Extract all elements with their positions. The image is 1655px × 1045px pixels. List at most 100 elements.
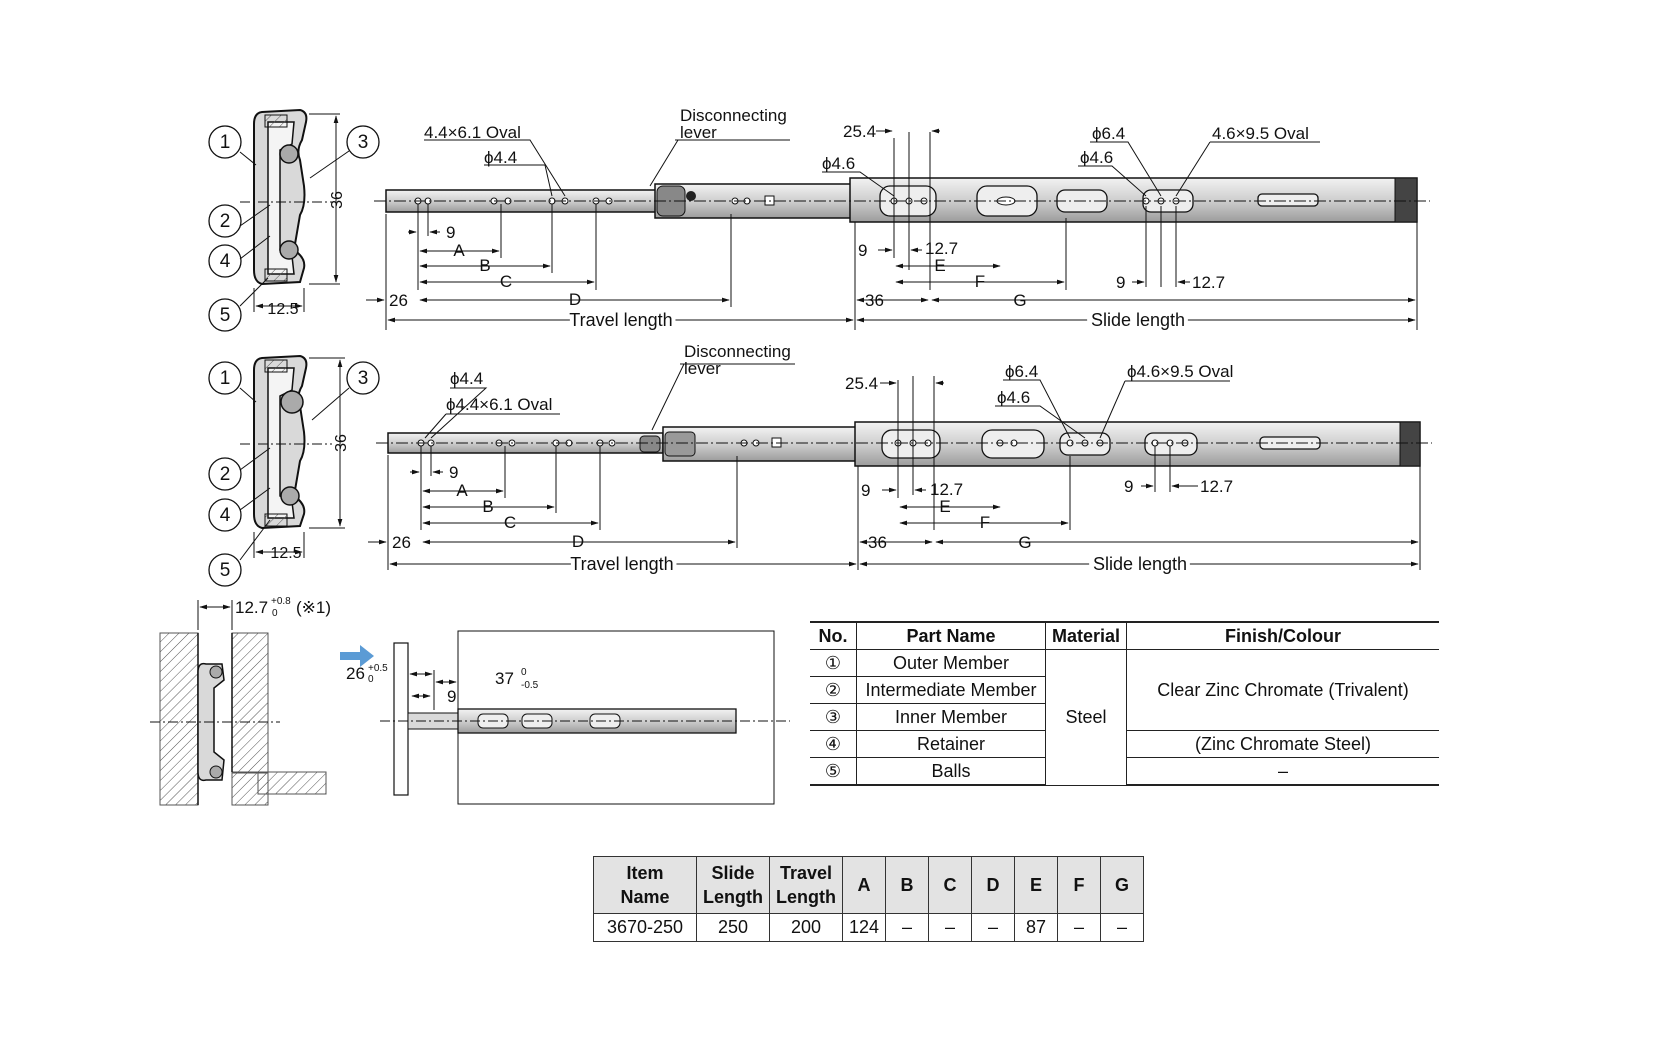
header-travel-line1: Travel xyxy=(779,863,833,883)
header-travel-line2: Length xyxy=(776,887,836,907)
cell-no: ④ xyxy=(810,730,857,758)
header-B: B xyxy=(885,856,930,914)
label-dia-46: ϕ4.6 xyxy=(997,388,1030,407)
installation-section: 12.7 +0.8 0 (※1) xyxy=(150,596,331,806)
slide-elevation-bottom: ϕ4.4 ϕ4.4×6.1 Oval Disconnecting lever 2… xyxy=(368,342,1432,578)
cell-part-name: Balls xyxy=(856,757,1046,786)
cell-finish: – xyxy=(1126,757,1439,786)
header-A: A xyxy=(841,856,887,914)
header-G: G xyxy=(1100,856,1145,914)
cross-section-top: 1 3 2 4 5 36 12.5 xyxy=(208,108,380,332)
label-dim-9: 9 xyxy=(447,687,456,706)
label-dim-9-right: 9 xyxy=(1116,273,1125,292)
label-setback-tol-upper: +0.5 xyxy=(368,663,388,674)
label-A: A xyxy=(453,241,465,260)
cell-C: – xyxy=(928,913,973,942)
cell-B: – xyxy=(885,913,930,942)
cell-item-name: 3670-250 xyxy=(593,913,697,942)
label-dia-44: ϕ4.4 xyxy=(450,369,483,388)
cell-part-name: Outer Member xyxy=(856,649,1046,677)
callout-4: 4 xyxy=(220,505,231,526)
header-slide-length: Slide Length xyxy=(696,856,770,914)
label-travel-length: Travel length xyxy=(570,554,673,574)
cell-D: – xyxy=(971,913,1016,942)
cell-no: ② xyxy=(810,676,857,704)
cell-finish: (Zinc Chromate Steel) xyxy=(1126,730,1439,758)
table-row: ⑤ Balls – xyxy=(810,757,1439,786)
cell-G: – xyxy=(1100,913,1145,942)
callout-2: 2 xyxy=(220,211,231,232)
label-disconnecting: Disconnecting xyxy=(684,342,791,361)
callout-1: 1 xyxy=(220,132,231,153)
header-item-name: Item Name xyxy=(593,856,697,914)
label-dim-127-mid: 12.7 xyxy=(925,239,958,258)
label-clearance-note: (※1) xyxy=(296,598,331,617)
callout-1: 1 xyxy=(220,368,231,389)
label-slide-length: Slide length xyxy=(1091,310,1185,330)
label-dim-36: 36 xyxy=(868,533,887,552)
label-A: A xyxy=(456,481,468,500)
label-E: E xyxy=(934,256,945,275)
cell-part-name: Inner Member xyxy=(856,703,1046,731)
label-dim-37-tol-upper: 0 xyxy=(521,667,527,678)
header-part-name: Part Name xyxy=(856,621,1046,650)
cross-section-bottom: 1 3 2 4 5 36 12.5 xyxy=(208,354,380,587)
label-dim-254: 25.4 xyxy=(843,122,876,141)
label-dim-127-right: 12.7 xyxy=(1200,477,1233,496)
label-dia-64: ϕ6.4 xyxy=(1092,124,1125,143)
label-lever: lever xyxy=(684,359,721,378)
label-setback-tol-lower: 0 xyxy=(368,674,374,685)
header-no: No. xyxy=(810,621,857,650)
label-slide-length: Slide length xyxy=(1093,554,1187,574)
cell-F: – xyxy=(1057,913,1102,942)
parts-table-header: No. Part Name Material Finish/Colour xyxy=(810,621,1439,650)
label-B: B xyxy=(482,497,493,516)
spec-table-header: Item Name Slide Length Travel Length A B… xyxy=(593,856,1145,914)
section-width-label: 12.5 xyxy=(267,301,298,318)
label-D: D xyxy=(572,532,584,551)
header-D: D xyxy=(971,856,1016,914)
label-dia-46-right: ϕ4.6 xyxy=(1080,148,1113,167)
label-F: F xyxy=(975,272,985,291)
label-G: G xyxy=(1013,291,1026,310)
label-oval-small: 4.4×6.1 Oval xyxy=(424,123,521,142)
section-width-label: 12.5 xyxy=(270,545,301,562)
label-dim-127-right: 12.7 xyxy=(1192,273,1225,292)
table-row: ③ Inner Member xyxy=(810,703,1439,731)
label-dim-9-mid: 9 xyxy=(861,481,870,500)
cell-travel-length: 200 xyxy=(769,913,843,942)
cell-slide-length: 250 xyxy=(696,913,770,942)
header-finish: Finish/Colour xyxy=(1126,621,1439,650)
label-dia-46-left: ϕ4.6 xyxy=(822,154,855,173)
label-dia-64: ϕ6.4 xyxy=(1005,362,1038,381)
header-travel-length: Travel Length xyxy=(769,856,843,914)
label-clearance-tol-upper: +0.8 xyxy=(271,596,291,607)
cell-no: ⑤ xyxy=(810,757,857,786)
label-F: F xyxy=(980,513,990,532)
label-E: E xyxy=(939,497,950,516)
label-lever: lever xyxy=(680,123,717,142)
label-dim-9-right: 9 xyxy=(1124,477,1133,496)
label-oval-large: ϕ4.6×9.5 Oval xyxy=(1127,362,1233,381)
label-dim-36: 36 xyxy=(865,291,884,310)
label-D: D xyxy=(569,290,581,309)
callout-3: 3 xyxy=(358,368,369,389)
table-row: 3670-250 250 200 124 – – – 87 – – xyxy=(593,913,1145,942)
cell-part-name: Retainer xyxy=(856,730,1046,758)
label-dim-37-tol-lower: -0.5 xyxy=(521,680,539,691)
section-height-label: 36 xyxy=(329,191,346,209)
header-slide-line2: Length xyxy=(703,887,763,907)
label-dim-254: 25.4 xyxy=(845,374,878,393)
table-row: ② Intermediate Member xyxy=(810,676,1439,704)
label-dim-26: 26 xyxy=(392,533,411,552)
label-oval-small: ϕ4.4×6.1 Oval xyxy=(446,395,552,414)
callout-5: 5 xyxy=(220,305,231,326)
header-F: F xyxy=(1057,856,1102,914)
label-dim-26: 26 xyxy=(389,291,408,310)
callout-4: 4 xyxy=(220,251,231,272)
spec-table: Item Name Slide Length Travel Length A B… xyxy=(593,856,1145,942)
label-dia-44: ϕ4.4 xyxy=(484,148,517,167)
cell-no: ③ xyxy=(810,703,857,731)
label-setback: 26 xyxy=(346,664,365,683)
